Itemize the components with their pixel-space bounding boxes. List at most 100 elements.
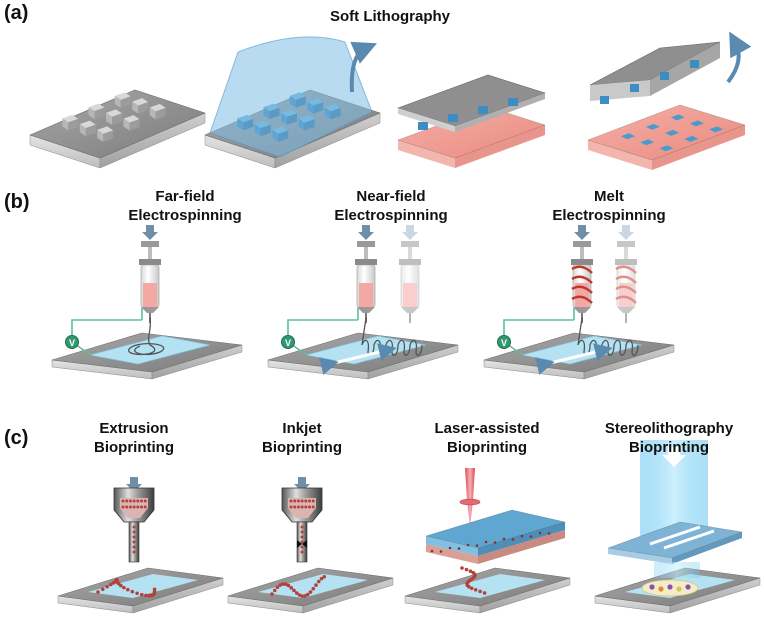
inkjet-droplet-dot [270, 592, 274, 596]
laser-lens [459, 498, 481, 506]
inkjet-droplet-dot [300, 594, 305, 598]
cell [300, 505, 304, 509]
stage-motion-arrow [319, 343, 397, 375]
extruded-filament-dot [144, 593, 148, 598]
heating-coil [571, 285, 593, 294]
inkjet-droplet-dot [286, 583, 291, 588]
laser-printed-dot [467, 584, 471, 589]
mask-slit [649, 525, 701, 546]
master-feature-cube [79, 120, 96, 137]
syringe-flange [399, 259, 421, 265]
plunger-push-arrow [574, 225, 590, 240]
cell [300, 499, 304, 503]
voltage-source-label: V [501, 338, 507, 348]
master-feature-cube [149, 103, 166, 120]
syringe-tip [401, 307, 419, 313]
plunger-rod [624, 247, 628, 259]
encapsulated-cell [685, 584, 691, 590]
method-extrusion-line2: Bioprinting [94, 439, 174, 456]
method-inkjet-line1: Inkjet [282, 420, 322, 437]
cell [121, 499, 125, 503]
cell [289, 499, 293, 503]
printed-pattern-square [684, 135, 699, 142]
inkjet-droplet-dot [294, 591, 299, 595]
method-extrusion-title: Extrusion Bioprinting [64, 419, 204, 457]
cell [296, 499, 300, 503]
bioink-layer-side-left [426, 544, 478, 564]
cell [448, 546, 452, 550]
method-inkjet-line2: Bioprinting [262, 439, 342, 456]
method-near-field-title: Near-field Electrospinning [316, 187, 466, 225]
syringe [571, 225, 593, 323]
syringe-fluid [359, 283, 373, 307]
plunger-cap [573, 241, 591, 247]
method-melt-title: Melt Electrospinning [534, 187, 684, 225]
cell [143, 505, 147, 509]
cell [300, 540, 304, 544]
lifted-stamp-post [630, 84, 639, 92]
heating-coil [615, 285, 637, 294]
master-feature-cube [97, 126, 114, 142]
ribbon-donor-layer [424, 509, 567, 556]
plunger-rod [408, 247, 412, 259]
plunger-push-arrow [358, 225, 374, 240]
voltage-source-symbol [281, 335, 295, 349]
photomask [607, 521, 744, 564]
plunger-cap [401, 241, 419, 247]
extruded-filament-dot [96, 590, 100, 594]
printed-pattern-square [640, 139, 655, 146]
voltage-wire [287, 319, 358, 357]
laser-printed-dot [473, 588, 478, 592]
stage-motion-arrow [535, 343, 613, 375]
cell [304, 499, 308, 503]
lifted-stamp-side-right [650, 42, 720, 96]
stamp-post [508, 98, 518, 106]
printed-pattern-square [709, 126, 724, 133]
panel-c-label: (c) [4, 427, 29, 449]
method-stereolithography-line1: Stereolithography [604, 420, 734, 437]
master-feature-cube [132, 98, 149, 114]
method-melt-line2: Electrospinning [552, 207, 666, 224]
cell [308, 505, 311, 509]
pdms-peel-sheet [209, 36, 373, 158]
cell [140, 499, 143, 503]
method-near-field-line2: Electrospinning [334, 207, 448, 224]
laser-printed-dot [469, 586, 474, 591]
lifted-stamp-post [600, 96, 609, 104]
voltage-source-symbol [497, 335, 511, 349]
plunger-cap [357, 241, 375, 247]
stamp-post [448, 114, 458, 122]
master-feature-cube [106, 109, 122, 125]
encapsulated-cell [658, 586, 664, 592]
heating-coil [615, 265, 637, 274]
cell [300, 535, 304, 539]
laser-printed-dot [482, 591, 487, 595]
cell [475, 544, 479, 547]
encapsulated-cell [649, 584, 655, 590]
method-inkjet-title: Inkjet Bioprinting [232, 419, 372, 457]
extruded-filament-dot [122, 585, 126, 590]
peel-arrow [349, 41, 377, 93]
fiber-jet-whip [128, 317, 165, 356]
inkjet-droplet-dot [314, 583, 318, 587]
inkjet-droplet-dot [316, 579, 321, 584]
light-direction-arrow [662, 447, 686, 467]
voltage-source-label: V [285, 338, 291, 348]
inkjet-droplet-dot [297, 593, 302, 597]
syringe-tip [617, 307, 635, 313]
cell [132, 550, 136, 554]
laser-beam [465, 468, 475, 528]
cell [457, 547, 461, 550]
cell [128, 499, 132, 503]
laser-printed-dot [464, 567, 469, 572]
cell [132, 540, 136, 544]
printed-pattern-square [670, 114, 685, 121]
laser-printed-dot [468, 569, 473, 573]
cell [311, 499, 315, 503]
cell [520, 534, 524, 538]
cell [289, 505, 293, 509]
method-laser-line2: Bioprinting [447, 439, 527, 456]
stamp-post [478, 106, 488, 114]
cell [308, 499, 311, 503]
